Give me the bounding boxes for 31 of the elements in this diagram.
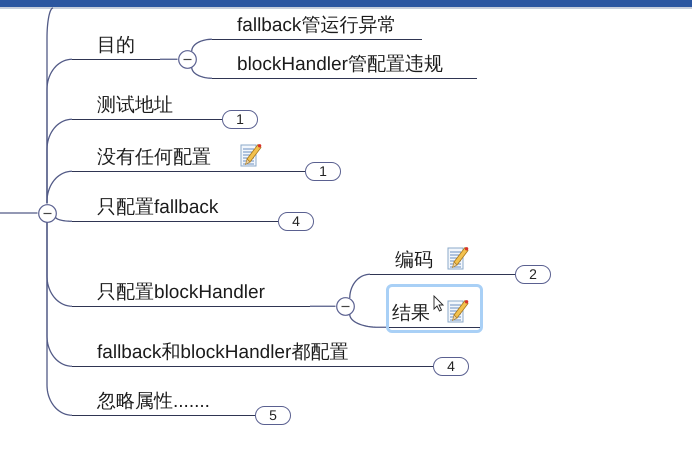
topic-label: fallback管运行异常 xyxy=(237,15,396,37)
branch-line xyxy=(349,274,370,298)
collapse-toggle-icon xyxy=(336,296,354,316)
branch-line xyxy=(160,58,178,60)
collapse-toggle-icon xyxy=(38,204,56,222)
child-count-badge: 5 xyxy=(255,406,291,425)
branch-line xyxy=(191,38,212,52)
child-count-badge: 1 xyxy=(222,110,258,129)
topic-label: 结果 xyxy=(392,303,430,325)
branch-line xyxy=(191,67,212,79)
branch-line xyxy=(46,170,72,204)
child-count-badge: 1 xyxy=(305,162,341,181)
branch-line xyxy=(55,216,72,222)
child-count-badge: 4 xyxy=(433,357,469,376)
branch-line xyxy=(0,212,38,214)
topic-label: 编码 xyxy=(395,250,433,272)
topic-label: 目的 xyxy=(97,35,135,57)
topic-label: fallback和blockHandler都配置 xyxy=(97,342,348,364)
collapse-toggle-icon xyxy=(178,50,196,69)
topic-label: 测试地址 xyxy=(97,95,173,117)
topic-label: blockHandler管配置违规 xyxy=(237,54,443,76)
branch-line xyxy=(46,222,72,416)
mindmap-topic xyxy=(72,142,305,172)
mindmap-topic xyxy=(370,245,515,275)
child-count-badge: 4 xyxy=(278,212,314,231)
topic-label: 只配置blockHandler xyxy=(97,282,265,304)
child-count-badge: 2 xyxy=(515,265,551,284)
topic-label: 忽略属性....... xyxy=(97,391,210,413)
branch-line xyxy=(310,306,336,307)
topic-label: 没有任何配置 xyxy=(97,147,211,169)
topic-label: 只配置fallback xyxy=(97,197,218,219)
